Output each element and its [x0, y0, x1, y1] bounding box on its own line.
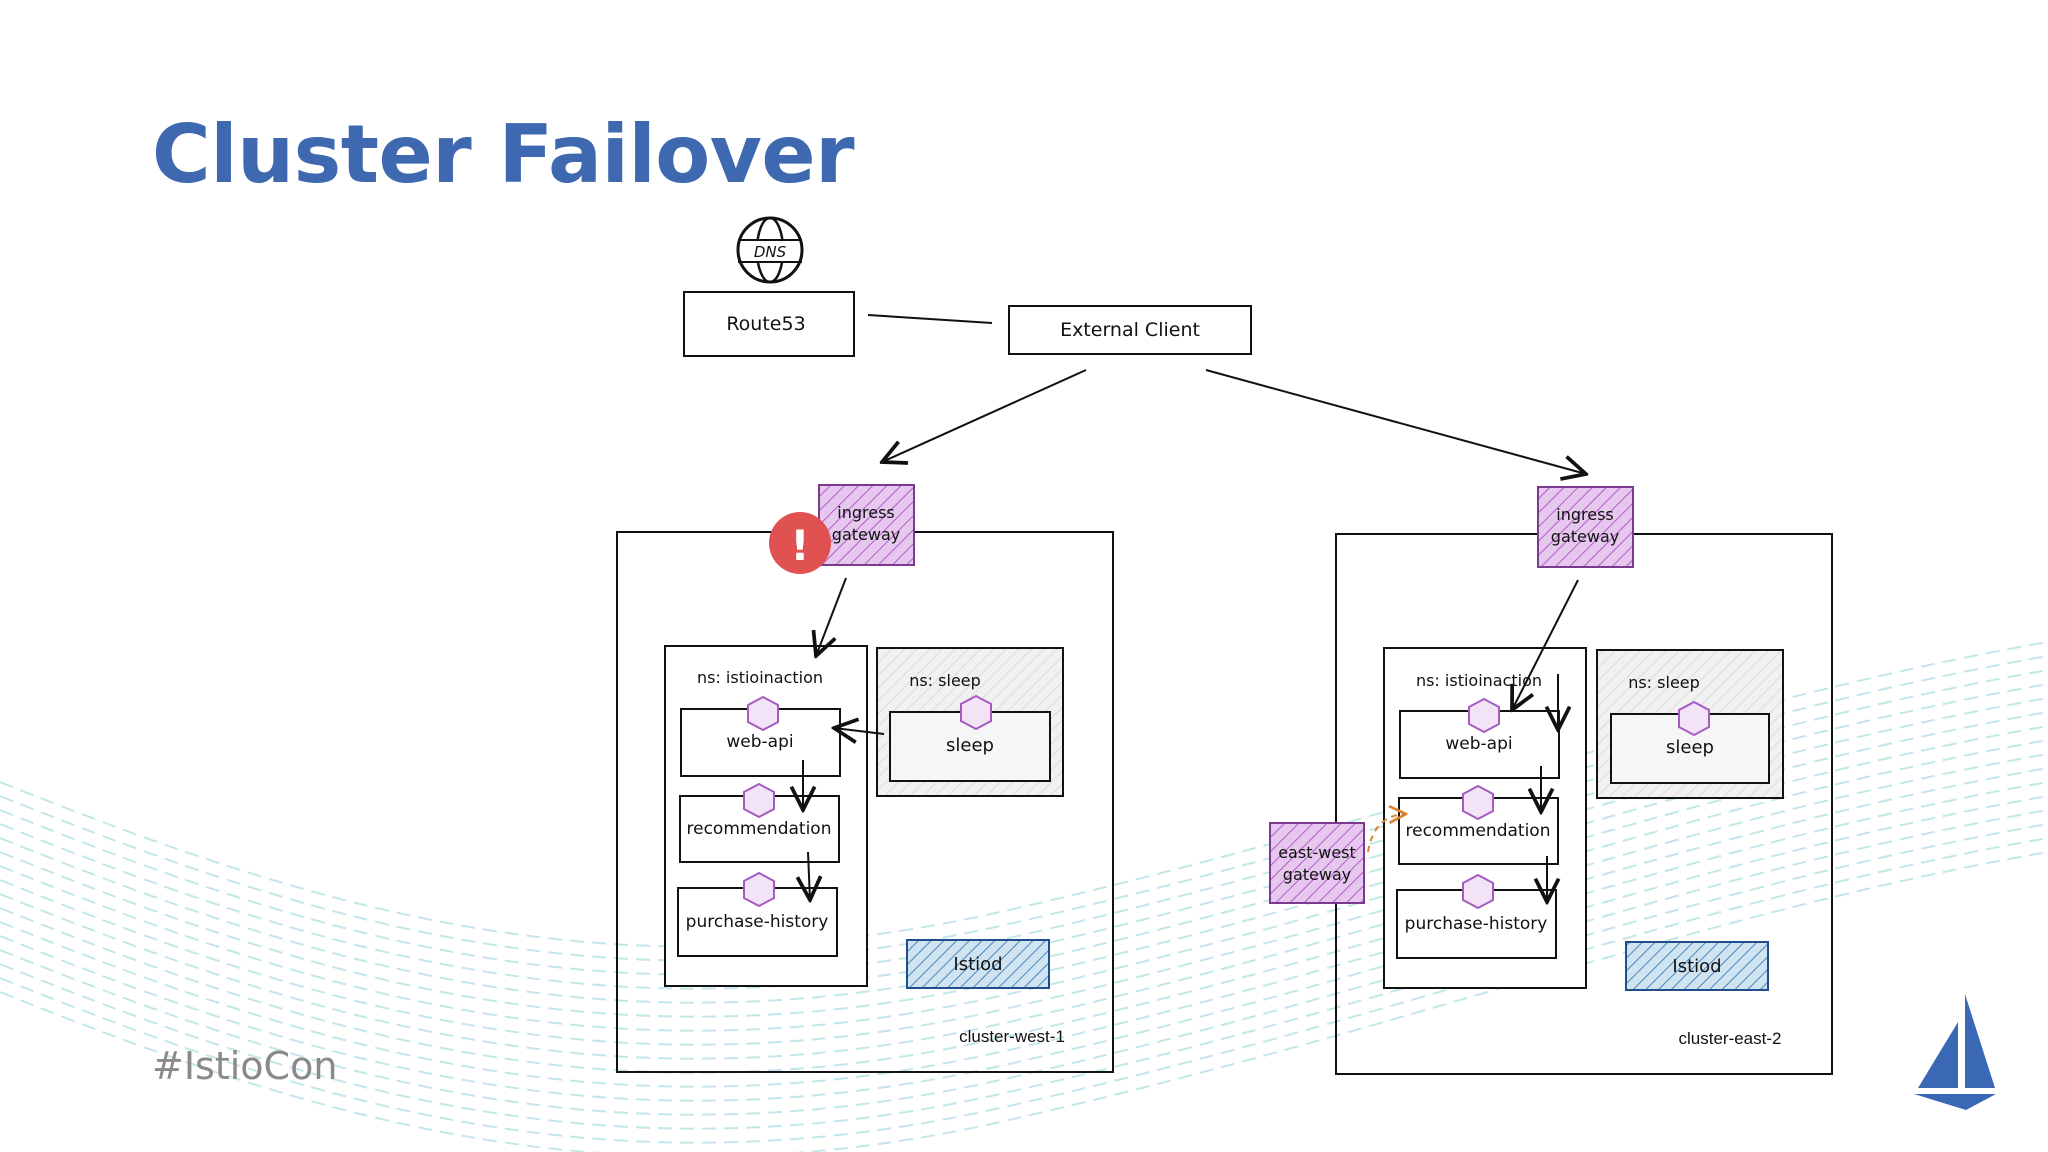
west-istiod-label: Istiod [953, 954, 1002, 975]
cluster-west: cluster-west-1 ns: istioinaction web-api… [616, 484, 1114, 1073]
wave-line [0, 725, 2048, 1032]
hashtag-footer: #IstioCon [152, 1044, 338, 1088]
west-ingress-to-ns-arrow [816, 577, 847, 656]
istio-logo-sail-icon [1965, 994, 1995, 1088]
dns-label: DNS [754, 243, 787, 261]
istio-logo [1914, 994, 1996, 1110]
east-west-gateway [1269, 822, 1365, 904]
wave-line [0, 809, 2048, 1116]
external-client-label: External Client [1060, 319, 1200, 341]
west-sleep-to-webapi-arrow [834, 728, 885, 734]
failure-alert-icon: ! [769, 512, 831, 574]
wave-line [0, 795, 2048, 1102]
east-recommendation-sidecar-icon [1462, 784, 1494, 821]
route53-label: Route53 [726, 313, 805, 335]
west-purchase-history-label: purchase-history [686, 912, 829, 932]
wave-line [0, 823, 2048, 1130]
east-web-api-sidecar-icon [1468, 697, 1500, 734]
wave-line [0, 739, 2048, 1046]
cluster-east: cluster-east-2 ns: istioinaction web-api… [1269, 486, 1833, 1075]
west-sleep-label: sleep [946, 735, 994, 756]
wave-line [0, 781, 2048, 1088]
east-ingress-gateway [1537, 486, 1634, 568]
wave-line [0, 837, 2048, 1144]
istio-logo-hull-icon [1914, 1094, 1996, 1110]
west-purchase-history-sidecar-icon [743, 871, 775, 908]
east-purchase-history-sidecar-icon [1462, 873, 1494, 910]
east-ns-sleep-label: ns: sleep [1628, 673, 1700, 692]
istio-logo-jib-icon [1918, 1022, 1958, 1088]
east-sleep-sidecar-icon [1678, 700, 1710, 737]
west-sleep-sidecar-icon [960, 694, 992, 731]
west-web-api-sidecar-icon [747, 695, 779, 732]
east-purchase-history-label: purchase-history [1405, 914, 1548, 934]
west-istiod [906, 939, 1050, 989]
east-sleep-label: sleep [1666, 737, 1714, 758]
east-web-api-label: web-api [1445, 734, 1512, 754]
west-ns-istioinaction-label: ns: istioinaction [697, 668, 823, 687]
slide-title: Cluster Failover [152, 108, 855, 201]
external-client-node: External Client [1008, 305, 1252, 355]
wave-line [0, 753, 2048, 1060]
client-to-west-arrow [882, 369, 1087, 462]
west-recommendation-sidecar-icon [743, 782, 775, 819]
cluster-west-label: cluster-west-1 [959, 1027, 1065, 1046]
east-recommendation-label: recommendation [1406, 821, 1551, 841]
east-istiod [1625, 941, 1769, 991]
west-ns-sleep-label: ns: sleep [909, 671, 981, 690]
west-recommendation-label: recommendation [687, 819, 832, 839]
wave-line [0, 851, 2048, 1152]
east-istiod-label: Istiod [1672, 956, 1721, 977]
client-to-east-arrow [1205, 369, 1586, 474]
route53-client-link [867, 314, 993, 324]
failure-alert-glyph: ! [790, 521, 809, 570]
wave-line [0, 767, 2048, 1074]
dns-globe-icon: DNS [736, 216, 804, 284]
cluster-east-label: cluster-east-2 [1679, 1029, 1782, 1048]
east-ingress-to-webapi-arrow [1512, 579, 1579, 710]
route53-node: Route53 [683, 291, 855, 357]
west-web-api-label: web-api [726, 732, 793, 752]
west-rec-to-ph-arrow [808, 851, 810, 900]
